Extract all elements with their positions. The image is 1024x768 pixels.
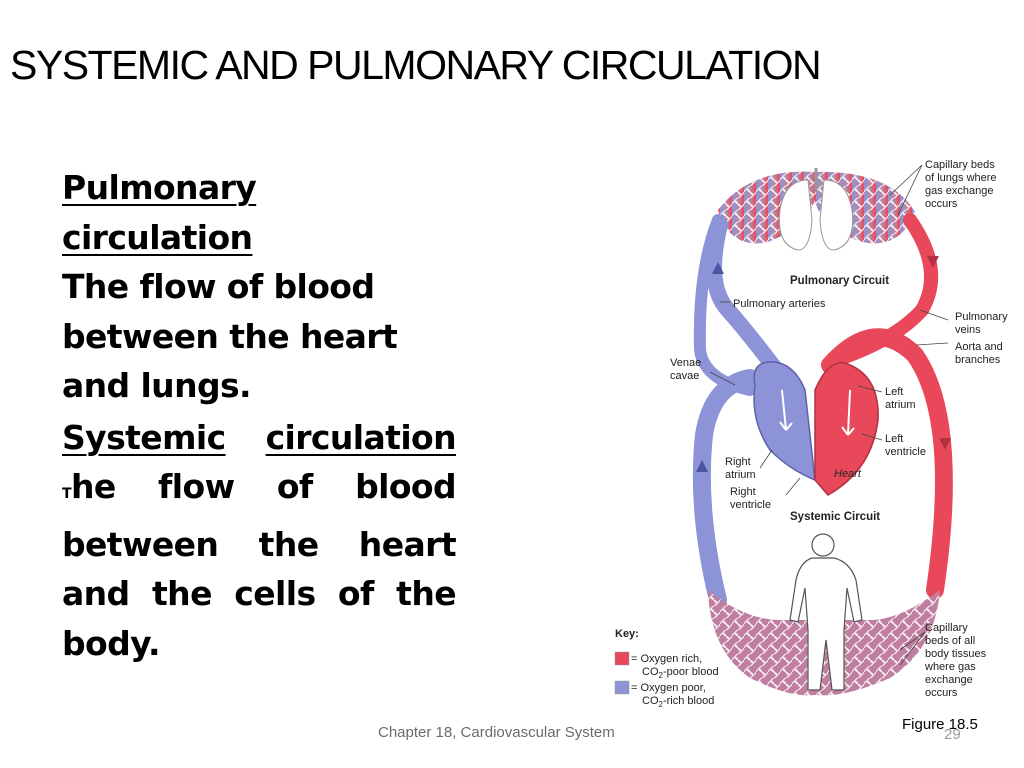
key-title: Key: bbox=[615, 628, 639, 640]
label-capillary-lungs: Capillary beds of lungs where gas exchan… bbox=[925, 159, 1000, 210]
label-heart: Heart bbox=[834, 468, 862, 480]
systemic-heading-word1: Systemic bbox=[62, 417, 226, 457]
lungs-outline bbox=[778, 179, 854, 251]
pulmonary-definition: The flow of blood between the heart and … bbox=[62, 267, 398, 405]
diagram-key: Key: = Oxygen rich, CO2-poor blood = Oxy… bbox=[614, 628, 719, 709]
label-left-ventricle: Left ventricle bbox=[885, 433, 926, 458]
flow-arrow-pulmonary bbox=[712, 262, 724, 274]
key-oxygen-rich-line1: = Oxygen rich, bbox=[631, 653, 702, 665]
label-pulmonary-circuit: Pulmonary Circuit bbox=[790, 275, 889, 287]
text-column: Pulmonary circulation The flow of blood … bbox=[62, 163, 457, 668]
slide-footer: Chapter 18, Cardiovascular System bbox=[378, 724, 615, 741]
label-venae-cavae: Venae cavae bbox=[670, 357, 704, 382]
heart-left-side bbox=[814, 362, 879, 496]
label-left-atrium: Left atrium bbox=[885, 386, 916, 411]
label-right-ventricle: Right ventricle bbox=[730, 486, 771, 511]
lung-capillary-bed bbox=[718, 171, 915, 244]
label-pulmonary-arteries: Pulmonary arteries bbox=[733, 298, 826, 310]
systemic-definition: The flow of blood between the heart and … bbox=[62, 462, 457, 668]
label-right-atrium: Right atrium bbox=[725, 456, 756, 481]
aorta-vessel bbox=[821, 328, 953, 599]
circulation-diagram: Capillary beds of lungs where gas exchan… bbox=[614, 159, 1011, 709]
venae-cavae-upper bbox=[693, 214, 756, 396]
systemic-definition-text: he flow of blood between the heart and t… bbox=[62, 467, 457, 663]
label-pulmonary-veins: Pulmonary veins bbox=[955, 311, 1011, 336]
flow-arrow-venae bbox=[696, 460, 708, 472]
key-swatch-oxygen-rich bbox=[614, 651, 630, 666]
page-number: 29 bbox=[944, 726, 961, 743]
heart-flow-arrows bbox=[779, 389, 855, 436]
pulmonary-heading: Pulmonary circulation bbox=[62, 168, 257, 257]
label-capillary-body: Capillary beds of all body tissues where… bbox=[924, 622, 989, 699]
pulmonary-artery-loop bbox=[706, 217, 788, 383]
figure-label: Figure 18.5 bbox=[902, 716, 978, 733]
human-figure bbox=[789, 533, 863, 691]
systemic-definition-initial: T bbox=[62, 486, 72, 502]
key-oxygen-poor-line2: CO2-rich blood bbox=[642, 695, 714, 709]
label-leaders bbox=[709, 164, 949, 666]
slide-title: SYSTEMIC AND PULMONARY CIRCULATION bbox=[10, 42, 822, 88]
key-swatch-oxygen-poor bbox=[614, 680, 630, 695]
key-oxygen-poor-line1: = Oxygen poor, bbox=[631, 682, 706, 694]
key-oxygen-rich-line2: CO2-poor blood bbox=[642, 666, 719, 680]
systemic-heading-word2: circulation bbox=[265, 417, 457, 457]
systemic-heading: Systemic circulation bbox=[62, 413, 457, 463]
flow-arrow-vein bbox=[927, 256, 939, 268]
label-systemic-circuit: Systemic Circuit bbox=[790, 511, 880, 523]
label-aorta: Aorta and branches bbox=[955, 341, 1006, 366]
flow-arrow-aorta bbox=[939, 438, 951, 450]
